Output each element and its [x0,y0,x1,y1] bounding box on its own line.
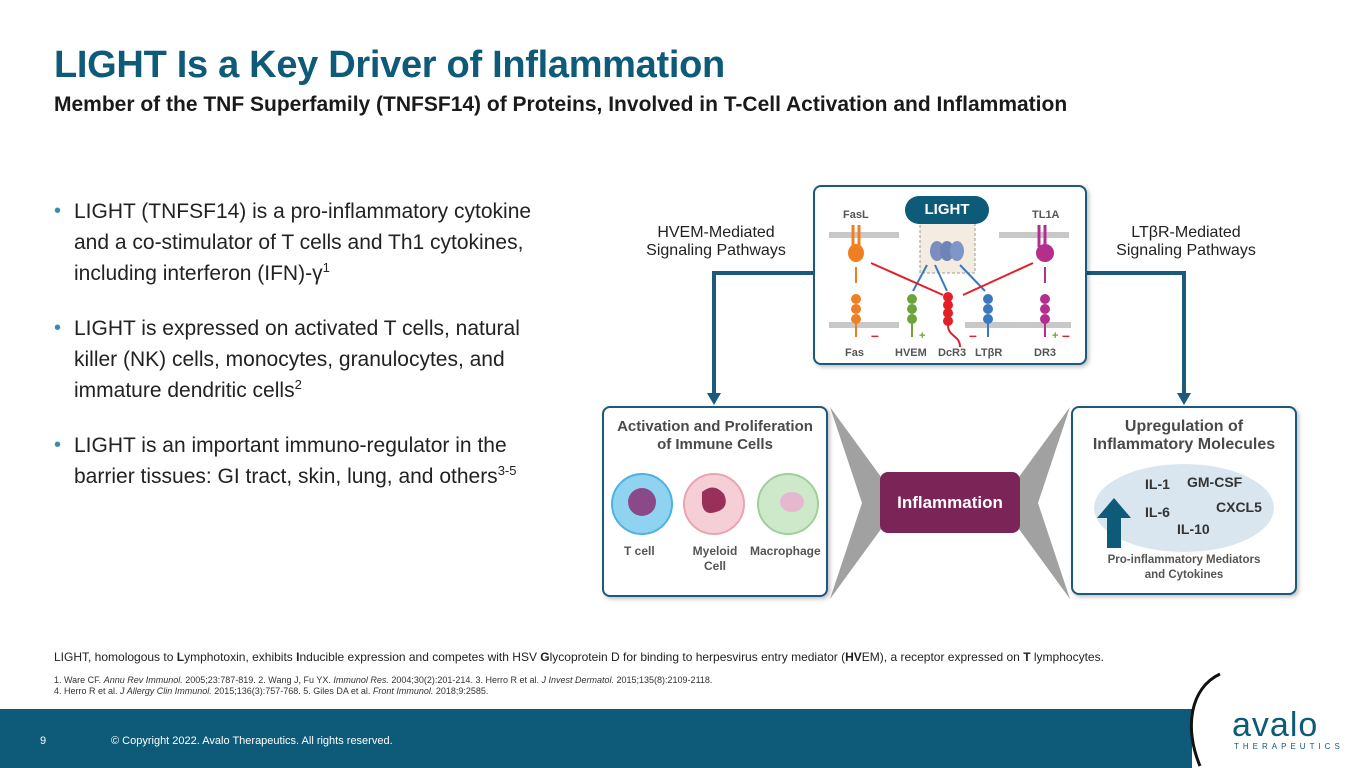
tl1a-label: TL1A [1032,209,1060,221]
light-acronym-footnote: LIGHT, homologous to Lymphotoxin, exhibi… [54,650,1104,664]
left-pathway-arrow [712,271,814,395]
text-segment: 2004;30(2):201-214. 3. Herro R et al. [388,675,542,685]
bullet-icon: • [54,200,62,222]
upregulation-card-title: Upregulation of Inflammatory Molecules [1092,418,1276,453]
text-segment: Annu Rev Immunol. [103,675,183,685]
activation-card: Activation and Proliferation of Immune C… [602,406,828,597]
text-segment: nducible expression and competes with HS… [299,650,541,664]
receptor-binding-card: LIGHT FasL TL1A – + – + – Fas HVEM DcR3 … [813,185,1087,365]
upregulation-arrow-icon [1097,498,1131,548]
text-segment: ymphotoxin, exhibits [184,650,297,664]
bullet-list: •LIGHT (TNFSF14) is a pro-inflammatory c… [54,196,554,516]
fasl-label: FasL [843,209,869,221]
fas-receptor-icon [851,294,861,337]
fasl-ligand-icon [848,225,864,283]
text-segment: J Invest Dermatol. [541,675,614,685]
t-cell-icon [611,473,673,535]
light-badge: LIGHT [905,196,989,224]
left-arrowhead-icon [707,393,721,405]
dr3-receptor-icon [1040,294,1050,337]
right-chevron-icon [1000,407,1070,599]
molecules-oval [1094,464,1274,552]
text-segment: 1. Ware CF. [54,675,104,685]
light-ligand-icon [930,241,964,261]
dr3-minus-sign: – [1062,327,1070,343]
binding-arrows-icon [870,262,1034,296]
immune-cells-illustration [611,473,819,535]
text-segment: L [176,650,185,664]
copyright-text: © Copyright 2022. Avalo Therapeutics. Al… [111,735,393,747]
text-segment: HV [845,650,862,664]
references: 1. Ware CF. Annu Rev Immunol. 2005;23:78… [54,675,712,697]
fas-sign: – [871,327,879,343]
activation-card-title: Activation and Proliferation of Immune C… [617,418,813,453]
macrophage-label: Macrophage [750,544,821,558]
dcr3-receptor-icon [943,292,961,348]
bullet-icon: • [54,434,62,456]
reference-line: 1. Ware CF. Annu Rev Immunol. 2005;23:78… [54,675,712,686]
light-signaling-diagram: HVEM-Mediated Signaling Pathways LTβR-Me… [600,185,1300,600]
receptor-label-dcr3: DcR3 [938,347,967,359]
reference-line: 4. Herro R et al. J Allergy Clin Immunol… [54,686,712,697]
text-segment: J Allergy Clin Immunol. [120,686,212,696]
inflammation-box: Inflammation [880,472,1020,533]
text-segment: lycoprotein D for binding to herpesvirus… [549,650,846,664]
text-segment: T [1023,650,1031,664]
text-segment: G [540,650,550,664]
slide-title: LIGHT Is a Key Driver of Inflammation [54,44,725,86]
text-segment: 2015;136(3):757-768. 5. Giles DA et al. [211,686,373,696]
footer-bar [0,709,1365,768]
tl1a-ligand-icon [1036,225,1054,283]
right-arrowhead-icon [1177,393,1191,405]
molecule-il10: IL-10 [1177,521,1210,537]
upregulation-card: Upregulation of Inflammatory Molecules I… [1071,406,1297,595]
text-segment: EM), a receptor expressed on [861,650,1024,664]
bullet-icon: • [54,317,62,339]
text-segment: Immunol Res. [333,675,389,685]
receptor-label-hvem: HVEM [895,347,927,359]
molecule-il6: IL-6 [1145,504,1170,520]
macrophage-icon [757,473,819,535]
ltbr-receptor-icon [983,294,993,337]
ltbr-sign: – [969,327,977,343]
logo-tagline: THERAPEUTICS [1234,742,1344,751]
text-segment: 2005;23:787-819. 2. Wang J, Fu YX. [182,675,334,685]
pathway-arrows [707,271,1191,599]
text-segment: 4. Herro R et al. [54,686,121,696]
logo-background [1192,676,1365,768]
myeloid-cell-label: Myeloid Cell [692,544,738,573]
ltbr-pathway-label: LTβR-Mediated Signaling Pathways [1116,224,1256,259]
dr3-plus-sign: + [1052,330,1059,342]
hvem-sign: + [919,330,926,342]
receptor-label-dr3: DR3 [1034,347,1057,359]
molecule-cxcl5: CXCL5 [1216,499,1262,515]
t-cell-label: T cell [624,544,655,558]
bullet-item: •LIGHT is expressed on activated T cells… [54,313,554,406]
mediators-label: Pro-inflammatory Mediators and Cytokines [1107,554,1261,581]
bullet-item: •LIGHT is an important immuno-regulator … [54,430,554,492]
logo-wordmark: avalo [1232,706,1319,744]
page-number: 9 [40,735,47,747]
text-segment: Front Immunol. [372,686,434,696]
myeloid-cell-icon [683,473,745,535]
text-segment: 2018;9:2585. [433,686,489,696]
logo-swirl-icon [1189,672,1221,767]
bullet-item: •LIGHT (TNFSF14) is a pro-inflammatory c… [54,196,554,289]
receptor-label-ltbr: LTβR [975,347,1003,359]
hvem-pathway-label: HVEM-Mediated Signaling Pathways [646,224,786,259]
text-segment: 2015;135(8):2109-2118. [614,675,713,685]
receptor-label-fas: Fas [845,347,864,359]
molecule-il1: IL-1 [1145,476,1170,492]
right-pathway-arrow [1086,271,1186,395]
text-segment: lymphocytes. [1030,650,1104,664]
text-segment: LIGHT, homologous to [54,650,177,664]
molecule-gmcsf: GM-CSF [1187,474,1243,490]
left-chevron-icon [830,407,900,599]
text-segment: I [296,650,300,664]
hvem-receptor-icon [907,294,917,337]
slide-subtitle: Member of the TNF Superfamily (TNFSF14) … [54,93,1068,116]
